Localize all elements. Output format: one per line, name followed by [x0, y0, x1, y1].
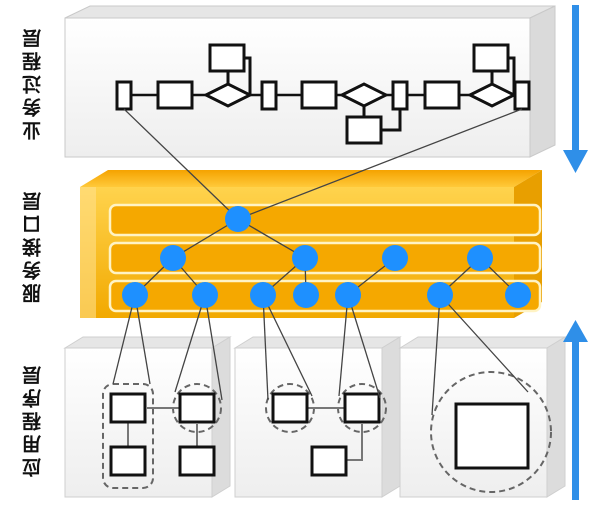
- interface-node: [292, 245, 318, 271]
- application-components: [102, 371, 552, 493]
- app-component: [271, 392, 309, 424]
- interface-node: [122, 282, 148, 308]
- process-step: [300, 80, 338, 110]
- process-terminal: [260, 80, 278, 111]
- process-step: [156, 80, 194, 110]
- app-component-large: [454, 402, 530, 470]
- interface-rail-1: [108, 203, 542, 237]
- app-component: [310, 445, 348, 477]
- interface-node: [505, 282, 531, 308]
- process-step: [208, 43, 246, 73]
- process-terminal-start: [115, 80, 133, 111]
- process-step: [472, 43, 510, 73]
- down-arrow: [563, 5, 588, 173]
- app-component: [109, 445, 147, 477]
- interface-node: [467, 245, 493, 271]
- interface-rail-2: [108, 241, 542, 275]
- app-component: [178, 445, 216, 477]
- interface-nodes: [122, 206, 531, 308]
- interface-node: [335, 282, 361, 308]
- process-terminal-end: [513, 80, 531, 111]
- component-group-outline: [430, 371, 552, 493]
- component-group-outline: [102, 383, 154, 489]
- interface-node: [293, 282, 319, 308]
- service-interface-layer-label: 服务接口层: [14, 172, 50, 318]
- process-step: [423, 80, 461, 110]
- interface-rail-3: [108, 279, 542, 313]
- app-component: [343, 392, 381, 424]
- interface-node: [250, 282, 276, 308]
- interface-node: [382, 245, 408, 271]
- business-process-layer-text: 业务过程层: [21, 24, 44, 140]
- interface-node: [427, 282, 453, 308]
- process-decision: [338, 82, 390, 108]
- service-interface-layer-text: 服务接口层: [21, 187, 44, 303]
- interface-node-root: [225, 206, 251, 232]
- interface-node: [192, 282, 218, 308]
- application-layer-text: 应用程序层: [21, 361, 44, 477]
- application-layer-label: 应用程序层: [14, 340, 50, 498]
- process-step: [345, 115, 383, 145]
- up-arrow: [563, 320, 588, 500]
- app-component: [178, 392, 216, 424]
- process-terminal: [391, 80, 409, 111]
- business-process-flow: [115, 43, 531, 145]
- app-component: [109, 392, 147, 424]
- interface-node: [160, 245, 186, 271]
- business-process-layer-label: 业务过程层: [14, 8, 50, 156]
